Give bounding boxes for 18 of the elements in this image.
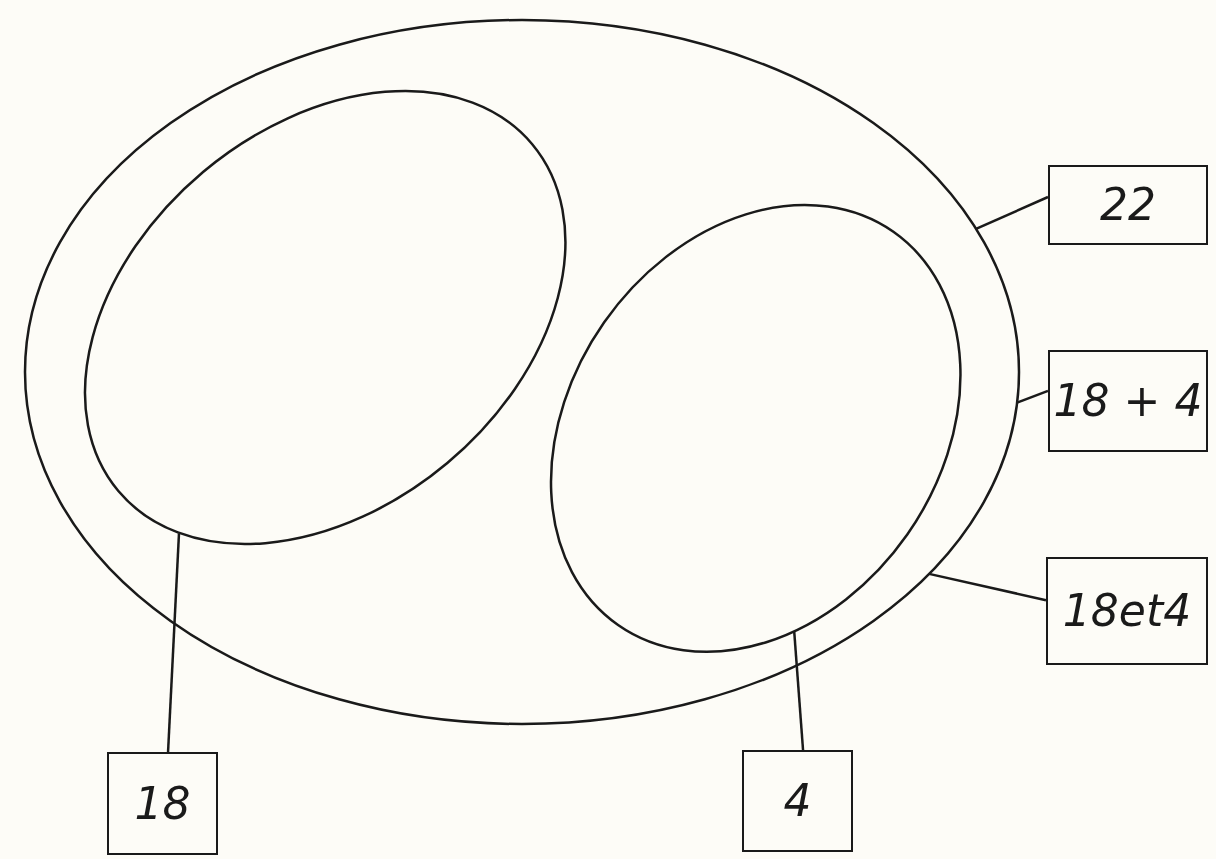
oval-outline	[84, 91, 566, 545]
oval-outline	[551, 204, 961, 652]
number-box	[107, 752, 218, 855]
leader-line	[792, 630, 805, 751]
box-number: 18et4	[1062, 589, 1192, 633]
leader-line	[1016, 389, 1049, 404]
box-number: 4	[783, 779, 812, 823]
leader-line	[975, 195, 1049, 230]
leader-line	[928, 572, 1047, 602]
number-box	[1046, 557, 1208, 665]
number-box	[742, 750, 853, 852]
number-box	[1048, 165, 1208, 245]
leader-line	[166, 533, 181, 753]
number-box	[1048, 350, 1208, 452]
box-number: 18 + 4	[1053, 379, 1203, 423]
oval-outline	[25, 20, 1019, 724]
box-number: 18	[134, 781, 191, 826]
box-number: 22	[1100, 183, 1156, 227]
